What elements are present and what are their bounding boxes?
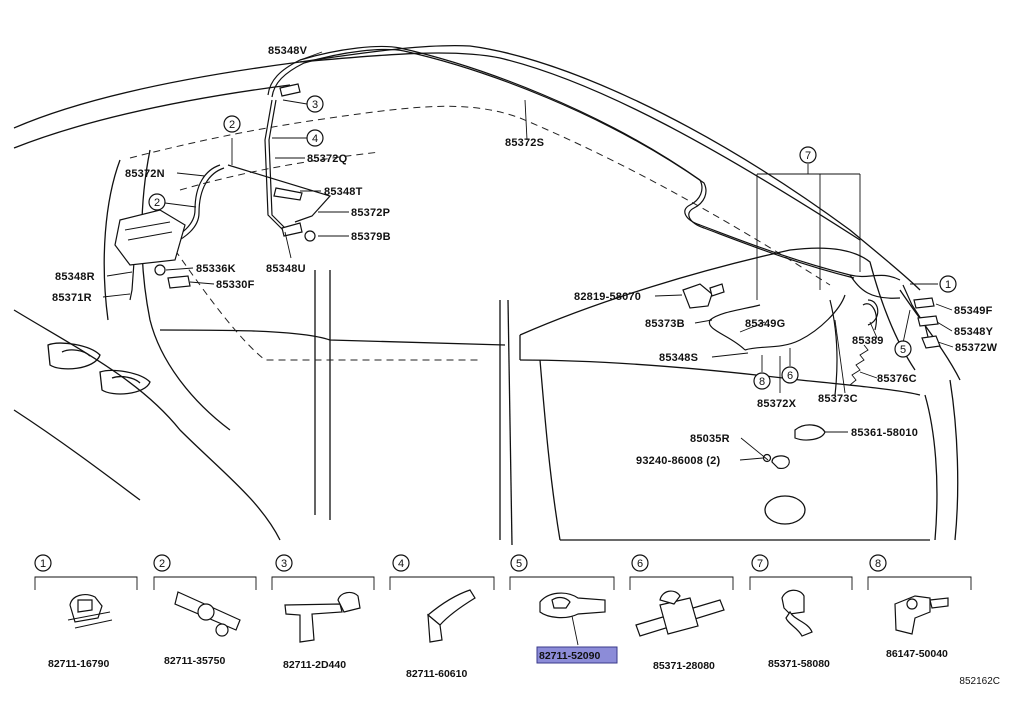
callout-3: 3 bbox=[306, 95, 324, 113]
label-85379B: 85379B bbox=[351, 231, 391, 243]
label-85371R: 85371R bbox=[52, 292, 92, 304]
svg-text:8: 8 bbox=[759, 376, 765, 388]
legend-part-number-6: 85371-28080 bbox=[653, 660, 715, 672]
svg-text:2: 2 bbox=[229, 119, 235, 131]
label-85349G: 85349G bbox=[745, 318, 785, 330]
legend-item-8[interactable]: 8 86147-50040 bbox=[867, 554, 972, 660]
callout-7: 7 bbox=[799, 146, 817, 164]
callout-4: 4 bbox=[306, 129, 324, 147]
label-85376C: 85376C bbox=[877, 373, 917, 385]
label-85373B: 85373B bbox=[645, 318, 685, 330]
svg-text:6: 6 bbox=[787, 370, 793, 382]
highlight-box bbox=[536, 646, 618, 664]
label-85361-58010: 85361-58010 bbox=[851, 427, 918, 439]
washer-hoses bbox=[129, 45, 931, 396]
label-85348V: 85348V bbox=[268, 45, 308, 57]
clip-82711-35750-icon bbox=[174, 591, 241, 637]
svg-text:3: 3 bbox=[312, 99, 318, 111]
label-85348Y: 85348Y bbox=[954, 326, 994, 338]
label-93240-86008: 93240-86008 (2) bbox=[636, 455, 720, 467]
legend-item-6[interactable]: 6 85371-28080 bbox=[629, 554, 734, 672]
callout-2-upper: 2 bbox=[223, 115, 241, 133]
clip-85371-28080-icon bbox=[635, 590, 725, 637]
svg-text:7: 7 bbox=[757, 558, 763, 570]
label-85348S: 85348S bbox=[659, 352, 698, 364]
callout-6: 6 bbox=[781, 366, 799, 384]
svg-text:3: 3 bbox=[281, 558, 287, 570]
label-85372P: 85372P bbox=[351, 207, 390, 219]
legend-part-number-4: 82711-60610 bbox=[406, 668, 467, 680]
svg-text:5: 5 bbox=[900, 344, 906, 356]
callout-8: 8 bbox=[753, 372, 771, 390]
legend-item-4[interactable]: 4 82711-60610 bbox=[389, 554, 495, 680]
legend-item-3[interactable]: 3 82711-2D440 bbox=[271, 554, 375, 671]
svg-text:6: 6 bbox=[637, 558, 643, 570]
clip-legend: 1 82711-16790 2 82711-35750 3 bbox=[34, 554, 972, 680]
legend-part-number-2: 82711-35750 bbox=[164, 655, 225, 667]
svg-text:2: 2 bbox=[154, 197, 160, 209]
label-82819-58070: 82819-58070 bbox=[574, 291, 641, 303]
label-85372X: 85372X bbox=[757, 398, 797, 410]
callout-markers: 1 2 2 3 4 5 6 7 bbox=[148, 95, 957, 390]
clip-85371-58080-icon bbox=[781, 589, 813, 637]
legend-item-7[interactable]: 7 85371-58080 bbox=[749, 554, 853, 670]
clip-82711-2D440-icon bbox=[284, 591, 361, 643]
legend-part-number-8: 86147-50040 bbox=[886, 648, 948, 660]
label-85372W: 85372W bbox=[955, 342, 998, 354]
label-85348R: 85348R bbox=[55, 271, 95, 283]
svg-text:8: 8 bbox=[875, 558, 881, 570]
leader-lines bbox=[102, 51, 954, 461]
vehicle-body-outline bbox=[13, 44, 961, 546]
label-85330F: 85330F bbox=[216, 279, 255, 291]
clip-82711-60610-icon bbox=[427, 589, 476, 643]
clip-86147-50040-icon bbox=[894, 595, 949, 635]
svg-text:5: 5 bbox=[516, 558, 522, 570]
svg-text:2: 2 bbox=[159, 558, 165, 570]
legend-item-1[interactable]: 1 82711-16790 bbox=[34, 554, 138, 670]
label-85348T: 85348T bbox=[324, 186, 363, 198]
label-85336K: 85336K bbox=[196, 263, 236, 275]
clip-82711-16790-icon bbox=[67, 594, 113, 629]
label-85372S: 85372S bbox=[505, 137, 544, 149]
svg-text:7: 7 bbox=[805, 150, 811, 162]
diagram-code: 852162C bbox=[959, 676, 1000, 687]
legend-part-number-1: 82711-16790 bbox=[48, 658, 109, 670]
clip-82711-52090-icon bbox=[539, 592, 606, 646]
legend-part-number-3: 82711-2D440 bbox=[283, 659, 346, 671]
hardware-parts bbox=[114, 83, 941, 469]
label-85035R: 85035R bbox=[690, 433, 730, 445]
legend-part-number-7: 85371-58080 bbox=[768, 658, 830, 670]
label-85373C: 85373C bbox=[818, 393, 858, 405]
svg-text:4: 4 bbox=[312, 133, 318, 145]
label-85389: 85389 bbox=[852, 335, 884, 347]
label-85372N: 85372N bbox=[125, 168, 165, 180]
legend-item-2[interactable]: 2 82711-35750 bbox=[153, 554, 257, 667]
label-85349F: 85349F bbox=[954, 305, 993, 317]
svg-text:4: 4 bbox=[398, 558, 404, 570]
part-labels: 85348V 85372S 85372Q 85372N 85348T 85372… bbox=[52, 45, 998, 467]
svg-text:1: 1 bbox=[945, 279, 951, 291]
callout-1: 1 bbox=[939, 275, 957, 293]
label-85372Q: 85372Q bbox=[307, 153, 348, 165]
legend-part-number-5: 82711-52090 bbox=[539, 650, 600, 662]
callout-2-lower: 2 bbox=[148, 193, 166, 211]
label-85348U: 85348U bbox=[266, 263, 306, 275]
svg-text:1: 1 bbox=[40, 558, 46, 570]
callout-5: 5 bbox=[894, 340, 912, 358]
legend-item-5[interactable]: 5 82711-52090 bbox=[509, 554, 618, 664]
